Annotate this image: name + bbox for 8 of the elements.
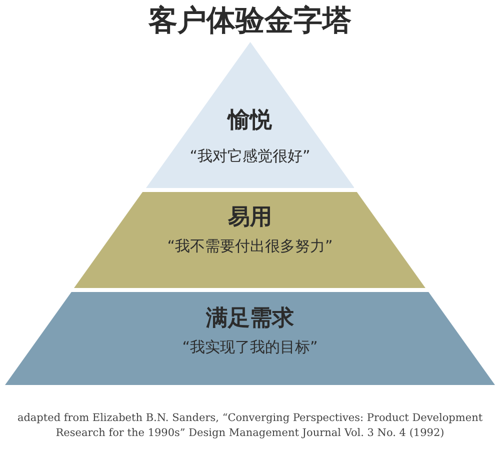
title: 客户体验金字塔 [148,2,352,38]
tier-quote: “我不需要付出很多努力” [167,237,333,256]
tier-heading: 满足需求 [206,306,294,332]
caption: adapted from Elizabeth B.N. Sanders, “Converging Perspectives: Product Development Research for the 1990s” Design Management Journal Vol. 3 No. 4 (1992) [16,411,484,441]
tier-heading: 易用 [228,205,272,231]
tier-heading: 愉悦 [228,108,272,134]
tier-quote: “我对它感觉很好” [190,147,310,166]
tier-quote: “我实现了我的目标” [182,338,318,357]
